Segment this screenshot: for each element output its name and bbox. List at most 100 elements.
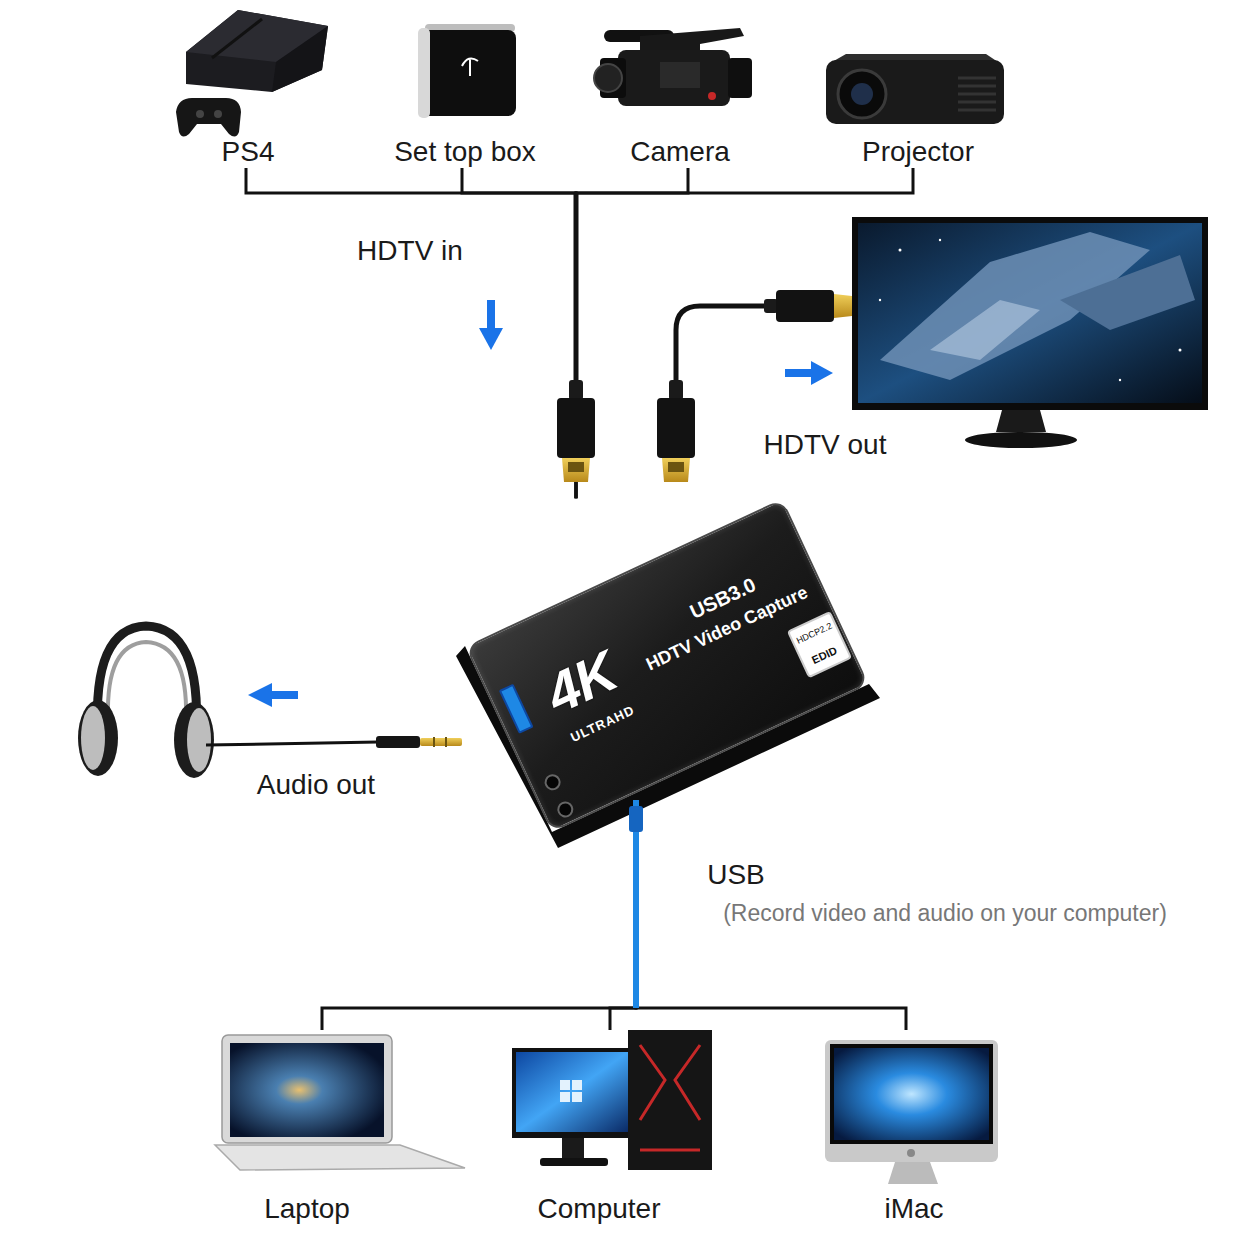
hdtv-monitor [996, 410, 1046, 432]
projector [851, 83, 873, 105]
desktop-computer [516, 1052, 628, 1132]
resolution-logo: 4K [538, 642, 625, 722]
device-node: Projector [818, 5, 1018, 168]
device-node: Camera [590, 5, 770, 168]
hdtv-monitor [858, 223, 1202, 403]
audio-jack [542, 771, 563, 792]
hdmi-cable [568, 462, 584, 472]
laptop [215, 1035, 465, 1170]
hdmi-cable [562, 458, 590, 482]
set-top-box [462, 58, 478, 76]
hdmi-cable [569, 380, 583, 400]
desktop-computer [628, 1030, 712, 1170]
headphones [108, 642, 186, 718]
video-camera [618, 50, 730, 106]
video-camera [708, 92, 716, 100]
hdcp-badge [787, 610, 852, 677]
direction-arrow [479, 328, 503, 350]
connector-line [610, 832, 636, 1030]
hdmi-cable [776, 290, 834, 322]
desktop-computer [560, 1092, 570, 1102]
headphones [187, 708, 211, 772]
usb-cable [629, 800, 643, 1008]
port-label: HDTV in [357, 235, 463, 267]
headphones [78, 700, 118, 776]
hdmi-cable [764, 299, 778, 313]
device-label: Projector [862, 136, 974, 168]
desktop-computer [512, 1048, 632, 1138]
device-label: iMac [884, 1193, 943, 1225]
port-label: HDTV out [764, 429, 887, 461]
video-camera [594, 64, 622, 92]
hdmi-cable [668, 462, 684, 472]
imac [834, 1048, 989, 1140]
device-label: Camera [630, 136, 730, 168]
port-label: USB [707, 859, 765, 891]
hdtv-monitor [1179, 349, 1182, 352]
ps4-console [176, 10, 328, 137]
hdtv-monitor [852, 217, 1208, 410]
hdmi-cable [669, 380, 683, 400]
laptop [222, 1035, 392, 1143]
imac [825, 1040, 998, 1162]
imac [825, 1040, 998, 1184]
laptop [215, 1145, 465, 1170]
set-top-box [420, 30, 516, 116]
ps4-console [212, 19, 262, 58]
direction-arrow [811, 361, 833, 385]
headphones [376, 736, 420, 748]
note-text: (Record video and audio on your computer… [723, 900, 1167, 926]
direction-arrow [487, 300, 495, 330]
desktop-computer [512, 1030, 712, 1170]
direction-arrow [270, 691, 298, 699]
ps4-console [272, 26, 328, 92]
set-top-box [418, 24, 516, 118]
device-label: PS4 [222, 136, 275, 168]
hdtv-monitor [939, 239, 941, 241]
video-camera [640, 28, 744, 50]
desktop-computer [572, 1092, 582, 1102]
imac [888, 1162, 938, 1184]
desktop-computer [560, 1080, 570, 1090]
usb-cable [629, 806, 643, 832]
connector-line [322, 832, 636, 1030]
set-top-box [418, 28, 430, 118]
hdmi-cable [557, 398, 595, 458]
connector-line [636, 832, 906, 1030]
device-node: iMac [814, 1030, 1014, 1225]
projector [838, 70, 886, 118]
capture-card: USB3.0HDTV Video Capture4KULTRAHDHDCP2.2… [465, 498, 869, 832]
audio-jack [555, 798, 576, 819]
desktop-computer [562, 1138, 584, 1158]
projector [958, 78, 996, 110]
ps4-console [196, 110, 204, 118]
hdtv-monitor [1060, 255, 1195, 330]
hdmi-cable [574, 193, 579, 384]
direction-arrow [785, 369, 813, 377]
hdmi-cable [676, 306, 768, 384]
device-label: Laptop [264, 1193, 350, 1225]
device-label: Computer [538, 1193, 661, 1225]
desktop-computer [572, 1080, 582, 1090]
hdtv-monitor [852, 217, 1208, 448]
video-camera [728, 58, 752, 98]
projector [826, 60, 1004, 124]
headphones [81, 706, 105, 770]
hdtv-monitor [899, 249, 902, 252]
usb-port [499, 683, 534, 733]
device-node: PS4 [168, 5, 328, 168]
desktop-computer [640, 1045, 700, 1150]
hdmi-cable [662, 458, 690, 482]
projector [826, 54, 1004, 124]
hdmi-cable [834, 294, 852, 318]
headphones [78, 626, 462, 778]
headphones [174, 702, 214, 778]
desktop-computer [540, 1158, 608, 1166]
headphones [206, 742, 378, 745]
imac [907, 1149, 915, 1157]
ps4-console [186, 10, 328, 92]
video-camera [660, 62, 700, 88]
headphones [420, 738, 462, 746]
hdmi-cable [657, 398, 695, 458]
